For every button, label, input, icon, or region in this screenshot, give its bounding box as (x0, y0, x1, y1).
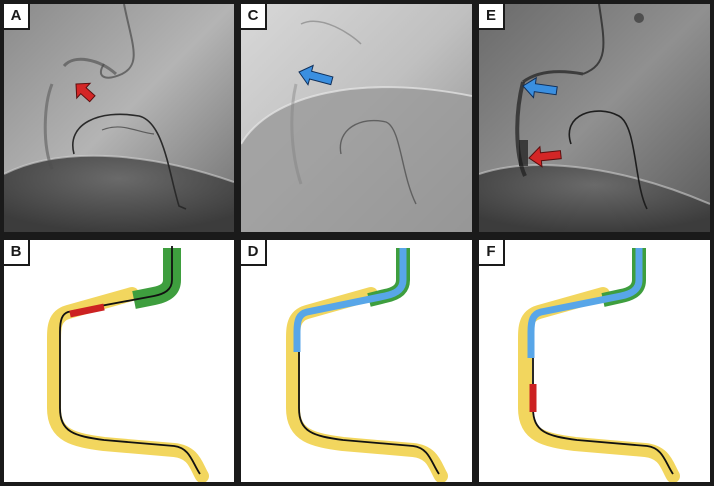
angio-panel-a: A (4, 4, 234, 232)
vessel-halo-d (293, 294, 441, 476)
arrow-a-shape (69, 77, 99, 107)
arrow-c-shape (296, 62, 334, 90)
arrow-e-blue-shape (522, 76, 558, 101)
schematic-panel-b: B (4, 240, 234, 482)
panel-label-f: F (479, 240, 505, 266)
panel-label-b: B (4, 240, 30, 266)
angio-panel-c: C (241, 4, 472, 232)
panel-label-e: E (479, 4, 505, 30)
schematic-panel-d: D (241, 240, 472, 482)
angio-panel-e: E (479, 4, 710, 232)
blue-arrow-c (241, 4, 472, 232)
panel-label-d: D (241, 240, 267, 266)
schematic-panel-f: F (479, 240, 710, 482)
arrows-e (479, 4, 710, 232)
vessel-halo-b (54, 294, 202, 476)
panel-label-a: A (4, 4, 30, 30)
panel-label-c: C (241, 4, 267, 30)
vessel-halo-f (525, 294, 673, 476)
red-arrow-a (4, 4, 234, 232)
arrow-e-red-shape (528, 145, 562, 168)
